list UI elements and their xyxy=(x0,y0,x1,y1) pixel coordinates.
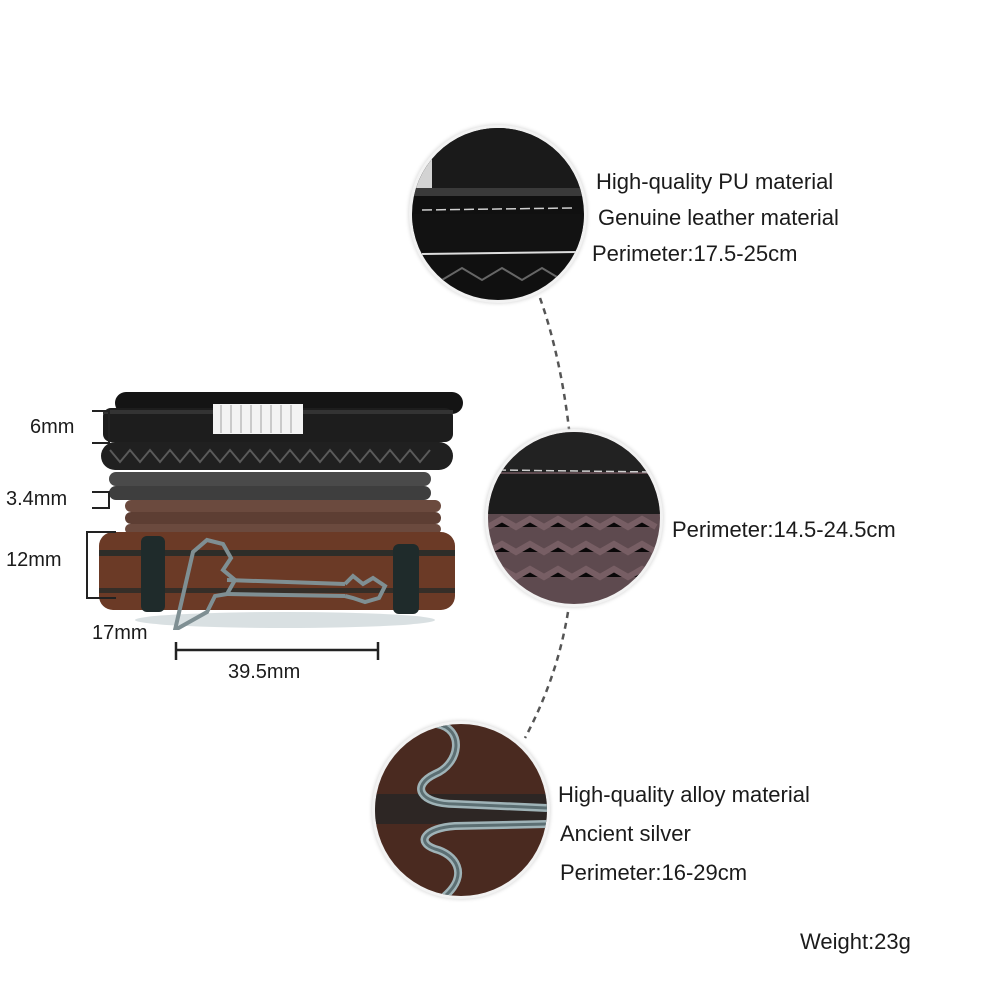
dimension-label-6mm: 6mm xyxy=(30,416,75,438)
alloy-callout-line-2: Ancient silver xyxy=(560,821,691,846)
leather-callout-line-2: Genuine leather material xyxy=(598,205,839,230)
leather-callout-line-3: Perimeter:17.5-25cm xyxy=(592,241,798,266)
leather-callout-line-1: High-quality PU material xyxy=(596,169,834,194)
alloy-callout-line-1: High-quality alloy material xyxy=(558,782,810,807)
bracelet-stack-image xyxy=(95,380,465,634)
dimension-bracket-3-4mm xyxy=(92,491,110,509)
dimension-label-17mm: 17mm xyxy=(92,622,148,644)
dimension-line-39-5mm xyxy=(174,642,380,660)
weight-label: Weight:23g xyxy=(800,929,911,954)
dimension-bracket-6mm xyxy=(92,410,110,444)
dimension-label-12mm: 12mm xyxy=(6,549,62,571)
rope-callout-line-1: Perimeter:14.5-24.5cm xyxy=(672,517,896,542)
leather-detail-circle xyxy=(412,128,584,300)
alloy-callout-line-3: Perimeter:16-29cm xyxy=(560,860,748,885)
dimension-label-3-4mm: 3.4mm xyxy=(6,488,68,510)
dimension-label-39-5mm: 39.5mm xyxy=(228,661,301,683)
rope-detail-circle xyxy=(488,432,660,604)
dimension-bracket-12mm xyxy=(86,531,116,599)
alloy-detail-circle xyxy=(375,724,547,896)
